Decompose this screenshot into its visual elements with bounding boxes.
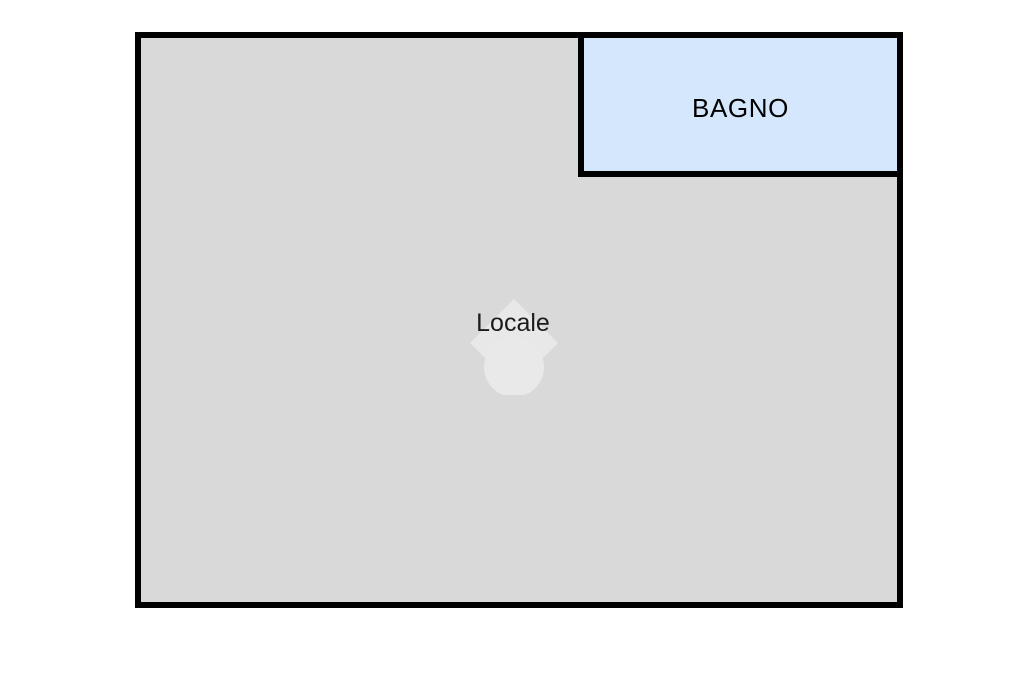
room-label-bagno: BAGNO [692,93,789,123]
room-label-locale: Locale [476,309,550,337]
room-bagno[interactable] [578,32,903,177]
